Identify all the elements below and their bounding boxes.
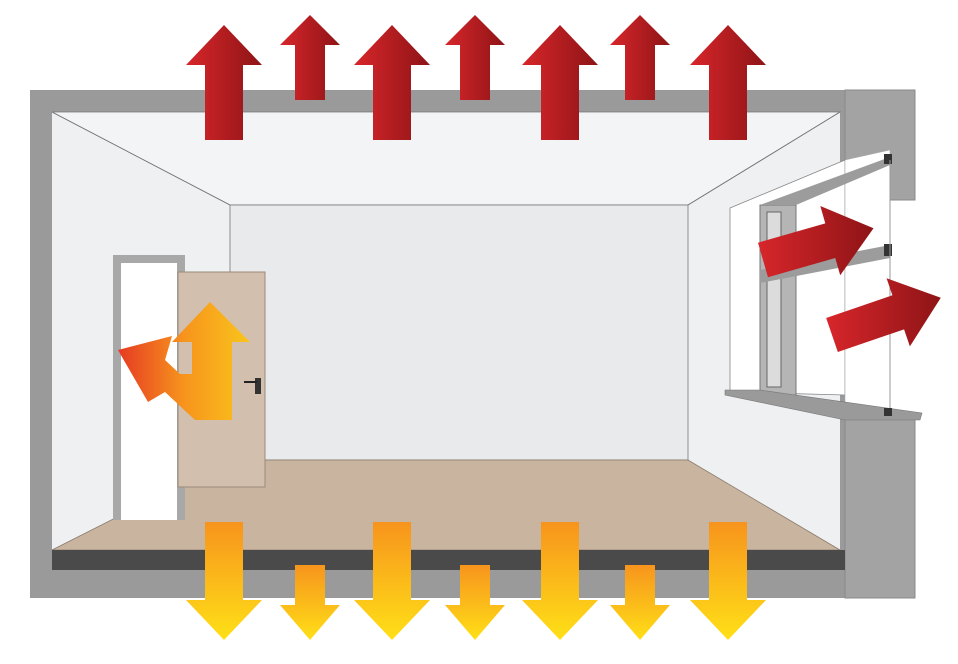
window-head <box>760 157 890 205</box>
arrow-up-icon <box>280 15 340 100</box>
split-arrow-icon <box>118 302 250 420</box>
arrow-up-icon <box>522 25 598 140</box>
heat-loss-arrows <box>118 15 941 640</box>
arrow-up-icon <box>354 25 430 140</box>
arrow-right-icon <box>826 278 941 353</box>
arrow-up-icon <box>690 25 766 140</box>
arrow-up-icon <box>186 25 262 140</box>
arrow-down-icon <box>690 522 766 640</box>
window-sill <box>724 389 923 421</box>
arrow-up-icon <box>610 15 670 100</box>
arrow-down-icon <box>186 522 262 640</box>
arrow-down-icon <box>354 522 430 640</box>
arrow-down-icon <box>280 565 340 640</box>
window-transom <box>760 245 890 283</box>
arrow-down-icon <box>610 565 670 640</box>
door-handle[interactable] <box>255 378 261 394</box>
right-wall-pillar-bottom <box>844 414 916 599</box>
arrow-up-icon <box>445 15 505 100</box>
arrow-down-icon <box>445 565 505 640</box>
back-wall <box>229 204 689 461</box>
arrow-down-icon <box>522 522 598 640</box>
arrow-right-icon <box>758 206 874 278</box>
